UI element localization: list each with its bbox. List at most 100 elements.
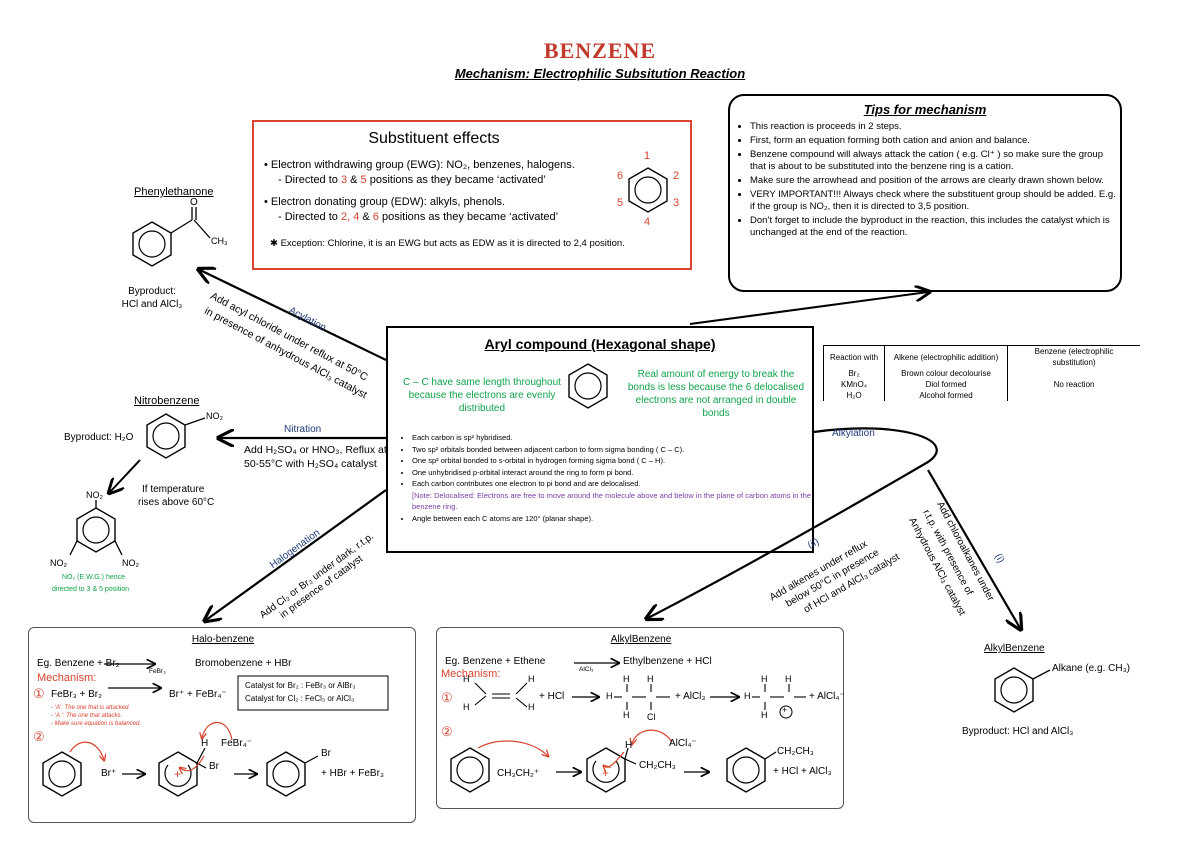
edg-dir-suffix: positions as they became ‘activated’ xyxy=(378,211,559,223)
acylation-product-name: Phenylethanone xyxy=(134,186,214,198)
ring-position-5: 5 xyxy=(617,197,624,209)
table-cell: KMnO₄ xyxy=(822,379,885,390)
edg-amp: & xyxy=(359,211,373,223)
alkyl-intermediate-ethyl: CH₂CH₃ xyxy=(639,760,676,771)
temperature-note-1: If temperature xyxy=(142,484,205,495)
carbocation-charge: + xyxy=(174,767,182,781)
aryl-bullet: Two sp² orbitals bonded between adjacent… xyxy=(412,444,822,456)
aryl-compound-box: Aryl compound (Hexagonal shape) C – C ha… xyxy=(386,326,814,553)
alkyl-example-reactants: Eg. Benzene + Ethene xyxy=(445,656,546,667)
page-subtitle: Mechanism: Electrophilic Subsitution Rea… xyxy=(454,66,746,81)
ethene-h3: H xyxy=(528,674,535,684)
alkyl-example-products: Ethylbenzene + HCl xyxy=(623,656,712,667)
aryl-angle: Angle between each C atoms are 120° (pla… xyxy=(412,513,822,525)
ewg-dir-prefix: - Directed to xyxy=(278,174,341,186)
ethyl-cation: CH₃CH₂⁺ xyxy=(497,768,540,779)
alkyl-step-2-number: ② xyxy=(441,724,453,739)
acylation-methyl: CH₃ xyxy=(211,236,228,246)
ethene-h4: H xyxy=(528,702,535,712)
acylation-arrow xyxy=(200,270,387,361)
alkane-group: Alkane (e.g. CH₃) xyxy=(1052,663,1130,674)
halo-heading: Halo-benzene xyxy=(191,634,255,645)
halo-step-1-products: Br⁺ + FeBr₄⁻ xyxy=(169,689,227,700)
halo-note-2: - ‘A ’: The one that attacks. xyxy=(51,713,123,719)
chloroethane-h-bottom-1: H xyxy=(623,710,630,720)
nitrobenzene-structure xyxy=(146,413,206,459)
halo-example-catalyst: FeBr₃ xyxy=(149,668,166,675)
alkyl-step-1-hcl: + HCl xyxy=(539,691,565,702)
alkyl-mechanism-drawings xyxy=(450,663,806,793)
acylation-oxygen: O xyxy=(190,197,198,208)
halo-example-reactants: Eg. Benzene + Br₂ xyxy=(37,658,120,669)
alkyl-step-1-number: ① xyxy=(441,690,453,705)
halo-note-3: - Make sure equation is balanced. xyxy=(51,721,142,727)
tri-no2-right: NO₂ xyxy=(122,558,139,568)
trinitrobenzene-structure xyxy=(69,500,123,556)
tri-no2-top: NO₂ xyxy=(86,490,103,500)
acylation-byproduct-value: HCl and AlCl₃ xyxy=(121,299,183,310)
substituent-heading: Substituent effects xyxy=(368,130,500,147)
edg-pos-6: 6 xyxy=(372,211,379,223)
alkylation-ii-arrow xyxy=(648,427,938,618)
nitration-label: Nitration xyxy=(284,424,322,435)
alkylation-i-arrow xyxy=(927,469,1020,628)
table-cell: Br₂ xyxy=(822,368,885,379)
alkyl-chlorine: Cl xyxy=(647,712,656,722)
alkyl-step-1-alcl3: + AlCl₃ xyxy=(675,691,706,702)
page-title: BENZENE xyxy=(543,38,657,63)
chloroethane-h-left: H xyxy=(606,691,613,701)
edg-dir-prefix: - Directed to xyxy=(278,211,341,223)
acylation-byproduct-label: Byproduct: xyxy=(128,286,176,297)
ewg-pos-3: 3 xyxy=(340,174,348,186)
ring-position-3: 3 xyxy=(673,197,680,209)
table-header: Reaction with xyxy=(822,345,885,368)
ring-position-2: 2 xyxy=(673,170,680,182)
tips-arrow xyxy=(689,292,928,325)
ewg-direction: - Directed to 3 & 5 positions as they be… xyxy=(278,173,618,188)
temperature-note-2: rises above 60°C xyxy=(138,497,215,508)
chlorine-exception: ✱ Exception: Chlorine, it is an EWG but … xyxy=(270,238,625,249)
aryl-bullet: Each carbon contributes one electron to … xyxy=(412,478,822,490)
edg-pos-2-4: 2, 4 xyxy=(340,211,360,223)
alkyl-tetrachloroaluminate: AlCl₄⁻ xyxy=(669,738,697,749)
alkylbenzene-structure xyxy=(994,667,1051,713)
tips-heading: Tips for mechanism xyxy=(863,102,987,117)
alkyl-mechanism-label: Mechanism: xyxy=(441,668,501,680)
table-header: Benzene (electrophilic substitution) xyxy=(1007,345,1141,368)
alkyl-final-products: + HCl + AlCl₃ xyxy=(773,766,832,777)
halogenation-arrow xyxy=(206,489,387,620)
edg-direction: - Directed to 2, 4 & 6 positions as they… xyxy=(278,210,618,225)
aryl-heading: Aryl compound (Hexagonal shape) xyxy=(484,336,716,352)
aryl-bullet: Each carbon is sp² hybridised. xyxy=(412,432,822,444)
halo-step-2-number: ② xyxy=(33,729,45,744)
halo-step-1-reactants: FeBr₃ + Br₂ xyxy=(51,689,103,700)
halo-note-1: - ‘A’: The one that is attacked. xyxy=(51,705,131,711)
tri-no2-left: NO₂ xyxy=(50,558,67,568)
table-cell: Brown colour decolourise xyxy=(884,368,1008,379)
alkyl-intermediate-hydrogen: H xyxy=(625,740,633,751)
substituent-effects-box: Substituent effects • Electron withdrawi… xyxy=(252,120,692,270)
bromobenzene-bromine: Br xyxy=(321,748,331,759)
phenylethanone-structure xyxy=(132,207,211,267)
nitration-product-name: Nitrobenzene xyxy=(134,395,200,407)
table-row: KMnO₄ Diol formed No reaction xyxy=(822,379,1141,390)
table-cell: Diol formed xyxy=(884,379,1008,390)
intermediate-bromine: Br xyxy=(209,761,219,772)
table-cell xyxy=(1007,390,1141,401)
ewg-dir-suffix: positions as they became ‘activated’ xyxy=(366,174,546,186)
reaction-comparison-table: Reaction with Alkene (electrophilic addi… xyxy=(822,345,1141,401)
chloroethane-h-top-1: H xyxy=(623,674,630,684)
aryl-left-note: C – C have same length throughout becaus… xyxy=(403,377,561,414)
aryl-bullets: Each carbon is sp² hybridised. Two sp² o… xyxy=(396,432,822,524)
bromonium-ion: Br⁺ xyxy=(101,768,117,779)
edg-line: • Electron donating group (EDW): alkyls,… xyxy=(264,196,506,208)
halo-example-products: Bromobenzene + HBr xyxy=(195,658,292,669)
tip-item: VERY IMPORTANT!!! Always check where the… xyxy=(750,189,1120,213)
alkyl-carbocation-charge: + xyxy=(602,766,610,780)
tips-box: Tips for mechanism This reaction is proc… xyxy=(728,94,1122,292)
halo-benzene-panel: Halo-benzene Eg. Benzene + Br₂ FeBr₃ Bro… xyxy=(28,627,416,823)
ewg-pos-5: 5 xyxy=(360,174,367,186)
table-header: Alkene (electrophilic addition) xyxy=(884,345,1008,368)
table-cell: H₂O xyxy=(822,390,885,401)
